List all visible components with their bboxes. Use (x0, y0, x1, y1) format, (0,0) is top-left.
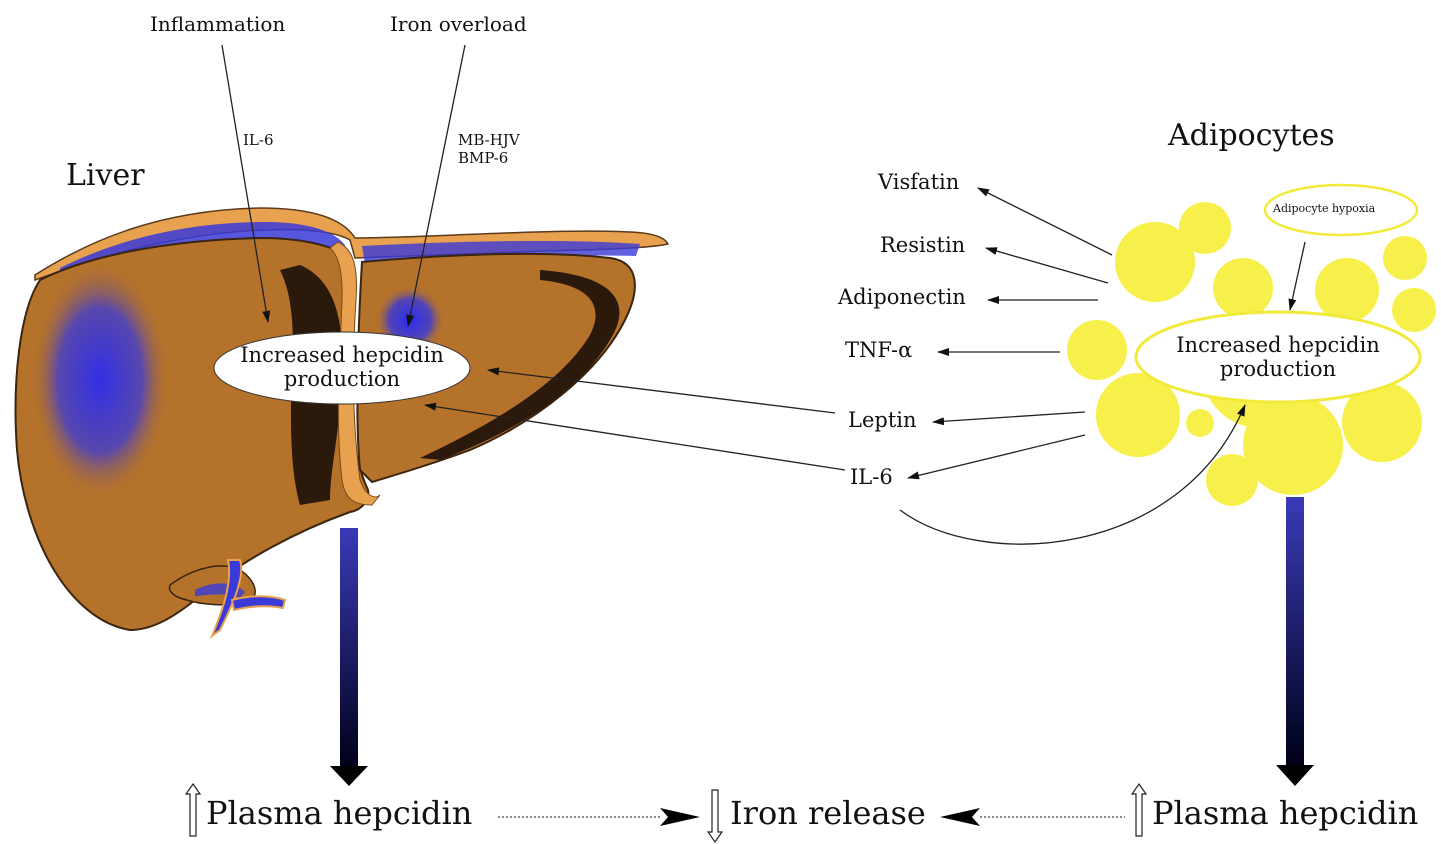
factor-leptin: Leptin (848, 408, 917, 432)
adipocyte-down-arrow-head (1276, 765, 1314, 786)
adipocyte-ellipse-line1: Increased hepcidin (1140, 333, 1416, 357)
leptin-arrow (933, 412, 1085, 422)
mb-hjv-label: MB-HJV (458, 132, 520, 149)
plasma-hepcidin-left: Plasma hepcidin (206, 794, 472, 832)
liver-ellipse-line2: production (214, 367, 470, 391)
iron-overload-label: Iron overload (390, 12, 527, 36)
iron-release: Iron release (730, 794, 926, 832)
visfatin-arrow (978, 188, 1112, 255)
adipocyte-ellipse-line2: production (1140, 357, 1416, 381)
left-to-iron-arrowhead (660, 808, 700, 826)
liver-down-arrow-shaft (340, 528, 358, 768)
right-to-iron-arrowhead (940, 808, 980, 826)
liver-title: Liver (66, 158, 145, 193)
factor-resistin: Resistin (880, 233, 965, 257)
adipocyte-ellipse-text: Increased hepcidin production (1140, 333, 1416, 381)
factor-tnf-alpha: TNF-α (845, 338, 912, 362)
bmp6-label: BMP-6 (458, 150, 508, 167)
up-arrow-right-icon (1132, 784, 1146, 836)
up-arrow-left-icon (186, 784, 200, 836)
plasma-hepcidin-right: Plasma hepcidin (1152, 794, 1418, 832)
liver-down-arrow-head (330, 766, 368, 786)
factor-adiponectin: Adiponectin (838, 285, 966, 309)
liver-ellipse-text: Increased hepcidin production (214, 343, 470, 391)
il6-arrow (908, 435, 1085, 478)
hypoxia-arrow (1290, 242, 1305, 310)
il6-liver-label: IL-6 (243, 132, 274, 149)
adipocyte-hypoxia-label: Adipocyte hypoxia (1273, 202, 1375, 215)
adipocyte-down-arrow-shaft (1286, 497, 1304, 767)
inflammation-label: Inflammation (150, 12, 285, 36)
resistin-arrow (986, 248, 1108, 283)
factor-visfatin: Visfatin (878, 170, 959, 194)
down-arrow-center-icon (708, 790, 722, 842)
liver-ellipse-line1: Increased hepcidin (214, 343, 470, 367)
adipocytes-title: Adipocytes (1168, 118, 1335, 153)
factor-il6: IL-6 (850, 465, 893, 489)
